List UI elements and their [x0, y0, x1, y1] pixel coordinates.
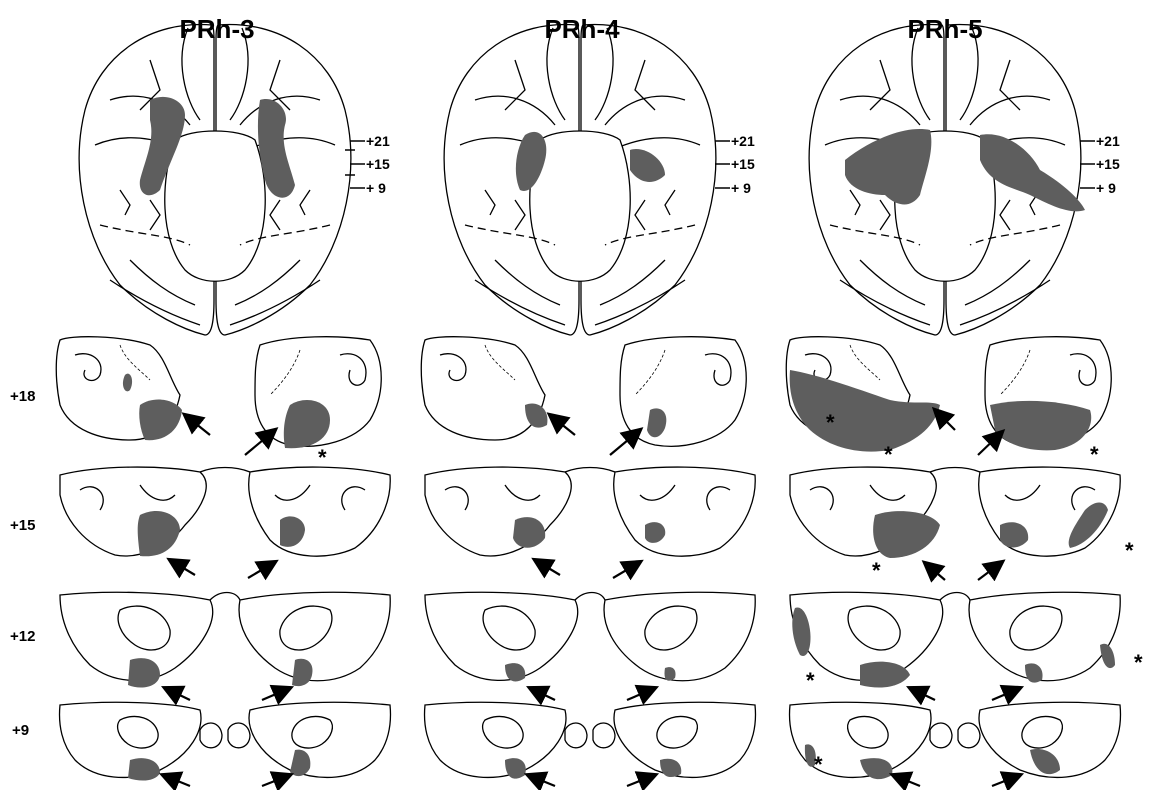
- level-label-15: +15: [731, 156, 755, 172]
- level-label-15: +15: [1096, 156, 1120, 172]
- level-label-21: +21: [1096, 133, 1120, 149]
- panel-title-prh-5: PRh-5: [907, 14, 982, 44]
- level-label-9: + 9: [366, 180, 386, 196]
- asterisk: *: [1134, 650, 1143, 675]
- asterisk: *: [884, 442, 893, 467]
- level-label-9: + 9: [731, 180, 751, 196]
- asterisk: *: [872, 558, 881, 583]
- row-label-18: +18: [10, 388, 35, 405]
- asterisk: *: [814, 752, 823, 777]
- asterisk: *: [1090, 442, 1099, 467]
- row-label-9: +9: [12, 722, 29, 739]
- panel-title-prh-3: PRh-3: [179, 14, 254, 44]
- asterisk: *: [806, 668, 815, 693]
- asterisk: *: [1125, 538, 1134, 563]
- level-label-21: +21: [366, 133, 390, 149]
- level-label-15: +15: [366, 156, 390, 172]
- panel-prh-3: [56, 25, 390, 786]
- level-label-21: +21: [731, 133, 755, 149]
- level-label-9: + 9: [1096, 180, 1116, 196]
- asterisk: *: [826, 410, 835, 435]
- asterisk: *: [318, 445, 327, 470]
- row-label-12: +12: [10, 628, 35, 645]
- panel-prh-4: [421, 25, 755, 786]
- panel-title-prh-4: PRh-4: [544, 14, 620, 44]
- panel-prh-5: [786, 25, 1120, 786]
- row-label-15: +15: [10, 517, 35, 534]
